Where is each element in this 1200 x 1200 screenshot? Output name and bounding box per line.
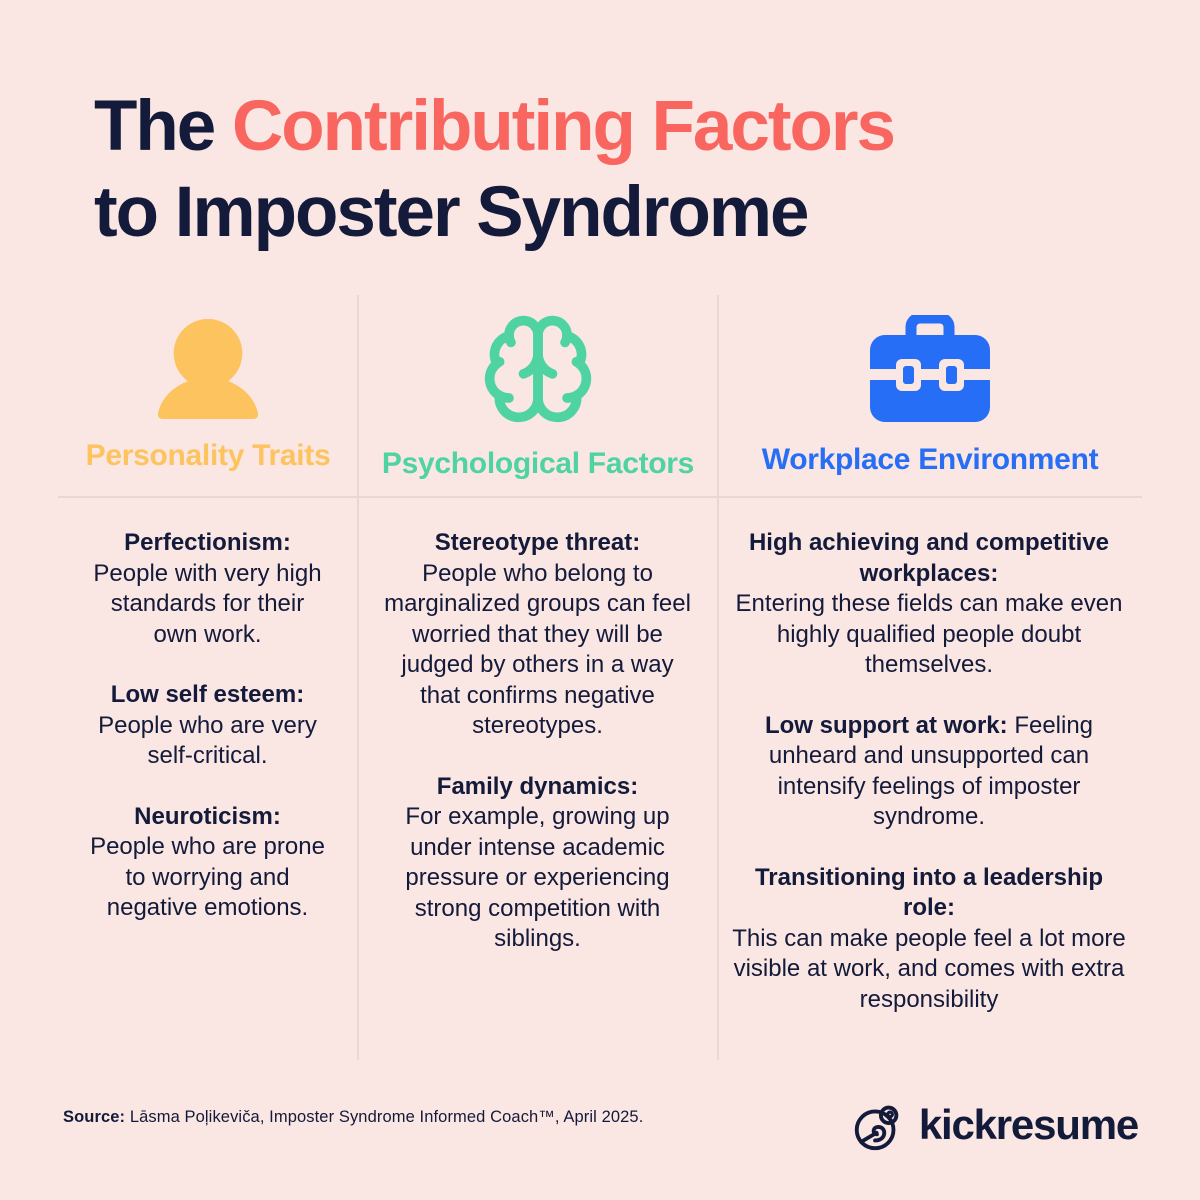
title-line-1: The Contributing Factors xyxy=(94,84,896,170)
factor-body: Feeling unheard and unsupported can inte… xyxy=(768,711,1094,831)
factor-item: High achieving and competitive workplace… xyxy=(727,528,1131,681)
source-text: Lāsma Poļikeviča, Imposter Syndrome Info… xyxy=(125,1108,644,1126)
factor-heading: Stereotype threat: xyxy=(434,529,641,556)
factor-item: Perfectionism: People with very high sta… xyxy=(90,528,325,650)
source-citation: Source: Lāsma Poļikeviča, Imposter Syndr… xyxy=(63,1108,643,1127)
column-divider-2 xyxy=(717,295,719,1060)
factor-body: People with very high standards for thei… xyxy=(93,559,322,648)
person-icon xyxy=(157,319,259,419)
factor-body: Entering these fields can make even high… xyxy=(735,590,1123,678)
column-content-personality-traits: Perfectionism: People with very high sta… xyxy=(90,528,325,924)
factor-body: People who are very self-critical. xyxy=(98,711,317,770)
title-prefix: The xyxy=(94,87,232,166)
factor-heading: Family dynamics: xyxy=(436,772,639,800)
source-label: Source: xyxy=(63,1108,126,1126)
column-header-psychological-factors: Psychological Factors xyxy=(358,295,718,497)
brand-logo: kickresume xyxy=(849,1096,1139,1154)
brand-wordmark: kickresume xyxy=(918,1101,1139,1148)
factor-item: Transitioning into a leadership role: Th… xyxy=(727,863,1131,1016)
briefcase-icon xyxy=(870,315,990,422)
column-header-workplace-environment: Workplace Environment xyxy=(718,295,1142,497)
header-body-divider xyxy=(58,496,1142,498)
column-divider-1 xyxy=(357,295,359,1060)
column-header-personality-traits: Personality Traits xyxy=(58,295,358,497)
factor-item: Low support at work: Feeling unheard and… xyxy=(727,711,1131,833)
brain-icon xyxy=(484,315,592,423)
column-content-psychological-factors: Stereotype threat: People who belong to … xyxy=(380,528,695,955)
column-content-workplace-environment: High achieving and competitive workplace… xyxy=(727,528,1131,1015)
column-label-psychological-factors: Psychological Factors xyxy=(381,447,695,480)
factor-item: Stereotype threat: People who belong to … xyxy=(380,528,695,742)
factor-body: This can make people feel a lot more vis… xyxy=(732,924,1126,1013)
factor-heading: Low support at work: xyxy=(764,711,1008,739)
title-highlight: Contributing Factors xyxy=(231,87,896,166)
factor-heading: Low self esteem: xyxy=(110,681,305,708)
factor-body: People who belong to marginalized groups… xyxy=(384,559,691,740)
factor-heading: Transitioning into a leadership role: xyxy=(754,863,1104,922)
title-line-2: to Imposter Syndrome xyxy=(94,173,810,252)
column-label-workplace-environment: Workplace Environment xyxy=(761,443,1099,476)
factor-item: Family dynamics: For example, growing up… xyxy=(380,772,695,955)
chameleon-icon xyxy=(854,1105,899,1151)
factor-body: For example, growing up under intense ac… xyxy=(405,803,670,952)
factor-heading: Perfectionism: xyxy=(124,529,291,556)
factor-heading: High achieving and competitive workplace… xyxy=(748,529,1110,587)
page-title: The Contributing Factors to Imposter Syn… xyxy=(94,84,896,256)
column-label-personality-traits: Personality Traits xyxy=(85,439,331,472)
factor-item: Low self esteem: People who are very sel… xyxy=(90,680,325,772)
factor-item: Neuroticism: People who are prone to wor… xyxy=(90,802,325,924)
factor-heading: Neuroticism: xyxy=(134,802,281,830)
factor-body: People who are prone to worrying and neg… xyxy=(90,833,325,921)
